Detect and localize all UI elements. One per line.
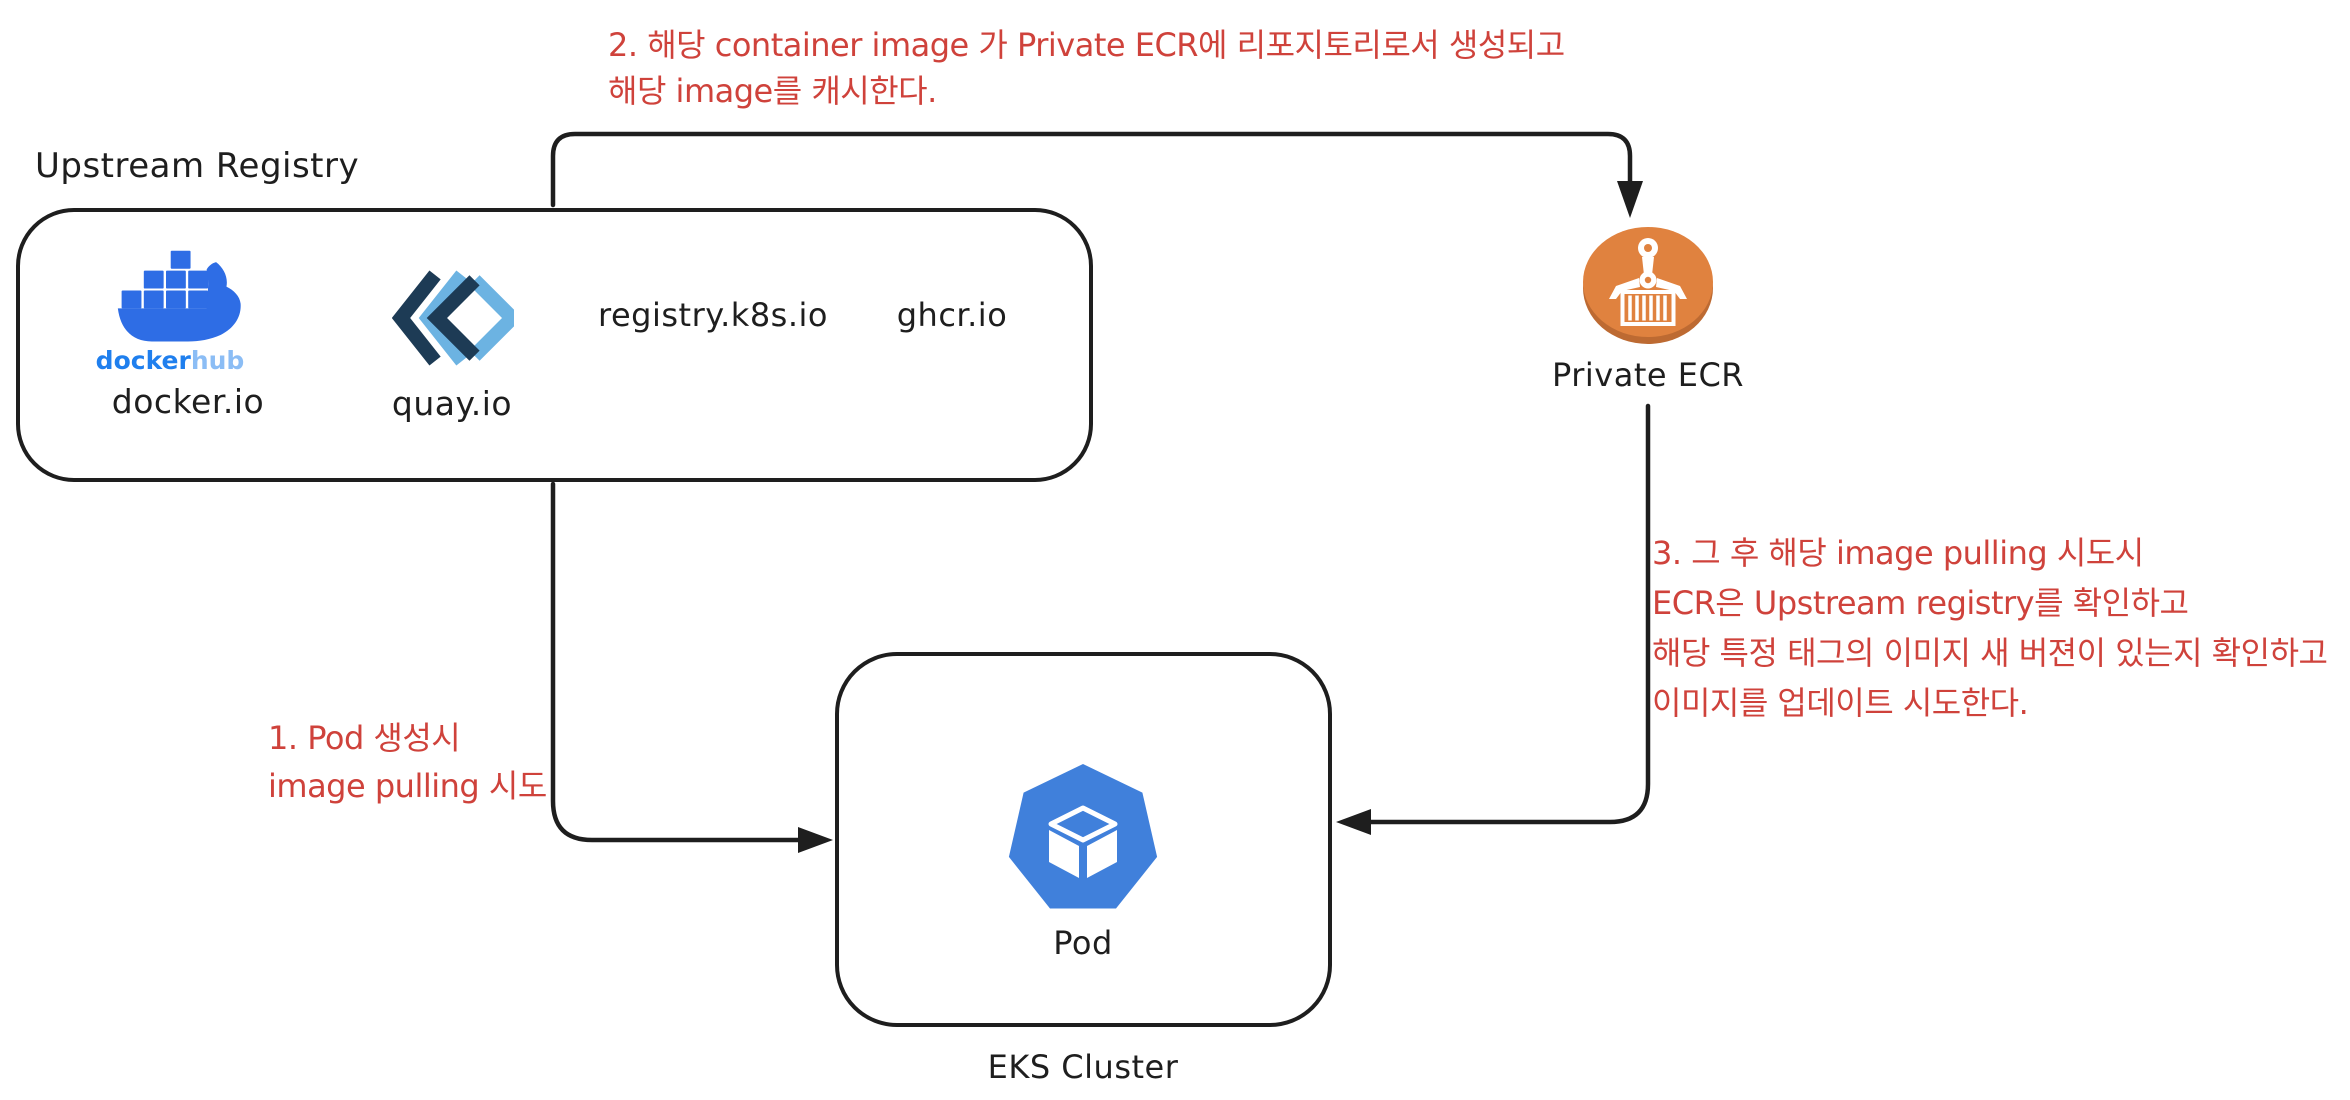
annotation-step3: 3. 그 후 해당 image pulling 시도시 ECR은 Upstrea… bbox=[1652, 528, 2328, 728]
annotation-step3-line3: 해당 특정 태그의 이미지 새 버젼이 있는지 확인하고 bbox=[1652, 634, 2328, 672]
annotation-step2: 2. 해당 container image 가 Private ECR에 리포지… bbox=[608, 22, 1565, 114]
ghcr-io-label: ghcr.io bbox=[896, 296, 1008, 334]
docker-whale-icon bbox=[117, 250, 241, 342]
annotation-step3-line2: ECR은 Upstream registry를 확인하고 bbox=[1652, 584, 2189, 622]
arrow-registry-to-eks bbox=[550, 481, 833, 853]
docker-io-label: docker.io bbox=[111, 382, 265, 421]
private-ecr-label: Private ECR bbox=[1551, 356, 1745, 394]
annotation-step1: 1. Pod 생성시 image pulling 시도 bbox=[268, 714, 547, 810]
upstream-registry-box bbox=[16, 208, 1093, 482]
annotation-step2-line2: 해당 image를 캐시한다. bbox=[608, 72, 937, 110]
annotation-step1-line1: 1. Pod 생성시 bbox=[268, 719, 461, 757]
eks-cluster-label: EKS Cluster bbox=[987, 1048, 1179, 1086]
dockerhub-wordmark-hub: hub bbox=[190, 346, 245, 375]
arrow-ecr-to-eks bbox=[1336, 403, 1651, 835]
registry-k8s-io-label: registry.k8s.io bbox=[598, 296, 828, 334]
annotation-step3-line4: 이미지를 업데이트 시도한다. bbox=[1652, 684, 2029, 722]
quay-logo-icon bbox=[392, 270, 514, 366]
ecr-crane-container-icon bbox=[1583, 227, 1713, 344]
dockerhub-wordmark: dockerhub bbox=[96, 346, 245, 375]
kubernetes-pod-heptagon-icon bbox=[1008, 764, 1158, 909]
annotation-step3-line1: 3. 그 후 해당 image pulling 시도시 bbox=[1652, 534, 2144, 572]
pod-label: Pod bbox=[1053, 924, 1113, 962]
eks-cluster-box bbox=[835, 652, 1332, 1027]
quay-io-label: quay.io bbox=[391, 384, 513, 423]
dockerhub-wordmark-docker: docker bbox=[95, 346, 191, 375]
arrow-registry-to-ecr bbox=[550, 131, 1643, 218]
annotation-step2-line1: 2. 해당 container image 가 Private ECR에 리포지… bbox=[608, 26, 1565, 64]
annotation-step1-line2: image pulling 시도 bbox=[268, 767, 547, 805]
upstream-registry-title: Upstream Registry bbox=[35, 146, 360, 186]
